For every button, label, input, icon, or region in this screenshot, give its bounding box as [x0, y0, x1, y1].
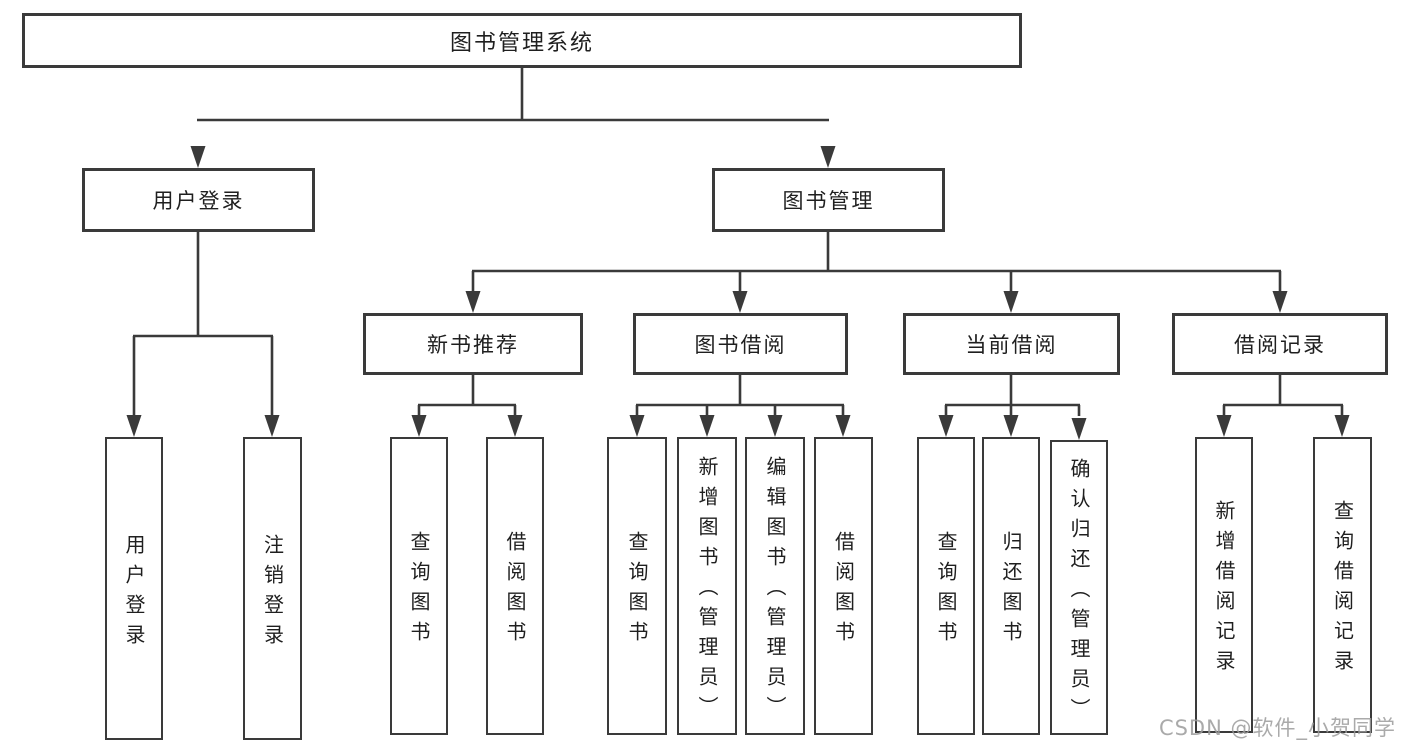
leaf-confirm-return-admin: 确认归还（管理员）	[1050, 440, 1108, 735]
arrowhead-down-icon	[767, 415, 783, 437]
leaf-edit-books-admin: 编辑图书（管理员）	[745, 437, 805, 735]
leaf-query-books-3: 查询图书	[917, 437, 975, 735]
node-book-borrow: 图书借阅	[633, 313, 848, 375]
arrowhead-down-icon	[1003, 291, 1019, 313]
arrowhead-down-icon	[507, 415, 523, 437]
leaf-query-borrow-record: 查询借阅记录	[1313, 437, 1372, 733]
node-label: 借阅图书	[831, 531, 856, 651]
leaf-borrow-books-1: 借阅图书	[486, 437, 544, 735]
arrowhead-down-icon	[699, 415, 715, 437]
node-current-borrow: 当前借阅	[903, 313, 1120, 375]
leaf-return-books: 归还图书	[982, 437, 1040, 735]
node-label: 借阅图书	[503, 531, 527, 651]
leaf-logout: 注销登录	[243, 437, 302, 740]
arrowhead-down-icon	[1334, 415, 1350, 437]
node-label: 借阅记录	[1234, 333, 1326, 357]
arrowhead-down-icon	[1272, 291, 1288, 313]
node-label: 图书借阅	[694, 333, 787, 357]
arrowhead-down-icon	[1003, 415, 1019, 437]
node-label: 查询图书	[934, 531, 958, 651]
node-label: 确认归还（管理员）	[1067, 457, 1091, 728]
arrowhead-down-icon	[411, 415, 427, 437]
node-user-login: 用户登录	[82, 168, 315, 232]
node-borrow-records: 借阅记录	[1172, 313, 1388, 375]
csdn-watermark: CSDN @软件_小贺同学	[1158, 716, 1396, 740]
node-label: 图书管理	[782, 189, 875, 213]
arrowhead-down-icon	[1071, 418, 1087, 440]
node-label: 新增图书（管理员）	[695, 456, 719, 726]
arrowhead-down-icon	[835, 415, 851, 437]
arrowhead-down-icon	[190, 146, 206, 168]
node-label: 用户登录	[152, 189, 245, 213]
leaf-borrow-books-2: 借阅图书	[814, 437, 873, 735]
node-label: 新书推荐	[427, 333, 519, 357]
node-label: 当前借阅	[965, 333, 1058, 357]
node-book-management: 图书管理	[712, 168, 945, 232]
arrowhead-down-icon	[938, 415, 954, 437]
leaf-user-login: 用户登录	[105, 437, 163, 740]
node-label: 查询借阅记录	[1330, 500, 1355, 680]
node-label: 新增借阅记录	[1212, 500, 1236, 680]
node-label: 归还图书	[999, 531, 1023, 651]
arrowhead-down-icon	[465, 291, 481, 313]
leaf-query-books-1: 查询图书	[390, 437, 448, 735]
node-label: 编辑图书（管理员）	[763, 456, 787, 726]
node-label: 注销登录	[260, 533, 285, 654]
arrowhead-down-icon	[732, 291, 748, 313]
node-library-management-system: 图书管理系统	[22, 13, 1022, 68]
node-label: 查询图书	[625, 531, 649, 651]
arrowhead-down-icon	[126, 415, 142, 437]
leaf-add-borrow-record: 新增借阅记录	[1195, 437, 1253, 733]
arrowhead-down-icon	[629, 415, 645, 437]
leaf-add-books-admin: 新增图书（管理员）	[677, 437, 737, 735]
node-label: 查询图书	[407, 531, 431, 651]
leaf-query-books-2: 查询图书	[607, 437, 667, 735]
arrowhead-down-icon	[820, 146, 836, 168]
node-label: 图书管理系统	[449, 30, 594, 56]
node-new-book-recommend: 新书推荐	[363, 313, 583, 375]
node-label: 用户登录	[122, 533, 146, 654]
arrowhead-down-icon	[264, 415, 280, 437]
arrowhead-down-icon	[1216, 415, 1232, 437]
